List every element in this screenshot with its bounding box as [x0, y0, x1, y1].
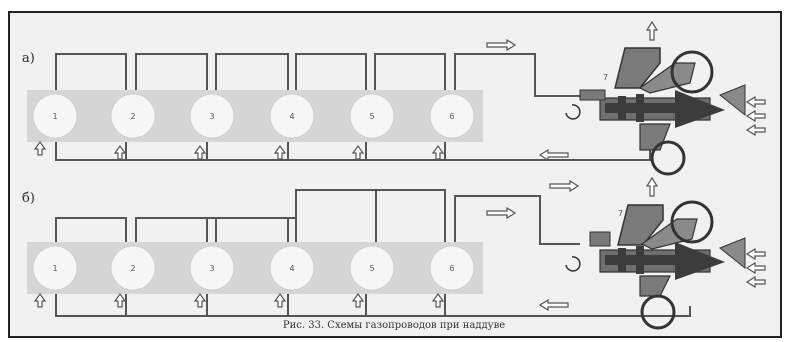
- rotation-arrow-icon: [565, 256, 581, 272]
- cylinder: [32, 245, 78, 291]
- turbo-label-a: 7: [603, 73, 608, 82]
- turbine-volute-icon: [650, 140, 686, 176]
- engine-block-b: [27, 242, 483, 294]
- arrow-left-icon: [745, 275, 766, 289]
- arrow-right-icon: [486, 206, 517, 220]
- cylinder: [189, 245, 235, 291]
- arrow-left-icon: [538, 148, 569, 162]
- cylinder-number: 1: [52, 264, 57, 273]
- turbocharger-a: 7: [565, 47, 746, 176]
- cylinder-number: 5: [369, 112, 374, 121]
- exhaust-pipes-a: [55, 53, 651, 161]
- arrow-right-icon: [549, 179, 580, 193]
- arrow-left-icon: [745, 109, 766, 123]
- cylinder: [429, 93, 475, 139]
- cylinder-number: 3: [209, 264, 214, 273]
- arrow-right-icon: [486, 38, 517, 52]
- arrow-left-icon: [745, 123, 766, 137]
- arrow-left-icon: [745, 247, 766, 261]
- shaft-icon: [605, 103, 695, 113]
- engine-block-a: [27, 90, 483, 142]
- cylinder: [349, 93, 395, 139]
- turbocharger-b: 7: [565, 200, 746, 330]
- turbo-label-b: 7: [618, 209, 623, 218]
- cylinder: [189, 93, 235, 139]
- cylinder-number: 6: [449, 264, 454, 273]
- rotor-icon: [675, 90, 725, 128]
- cylinder-number: 3: [209, 112, 214, 121]
- shaft-icon: [605, 255, 695, 265]
- arrow-up-icon: [645, 20, 659, 41]
- diagram-a: а) 1 2 3 4 5 6: [22, 20, 766, 197]
- cylinder-number: 5: [369, 264, 374, 273]
- cylinder-number: 4: [289, 264, 294, 273]
- cylinder: [269, 245, 315, 291]
- cylinder-number: 4: [289, 112, 294, 121]
- intake-arrows-a: [33, 140, 445, 160]
- cylinder-number: 2: [130, 112, 135, 121]
- cylinder: [32, 93, 78, 139]
- arrow-up-icon: [645, 176, 659, 197]
- diagram-b: б) 1 2 3 4 5 6: [22, 179, 766, 330]
- compressor-volute-icon: [670, 200, 714, 244]
- turbine-volute-icon: [640, 294, 676, 330]
- diagram-a-label: а): [22, 51, 35, 66]
- cylinder: [110, 245, 156, 291]
- arrow-left-icon: [745, 95, 766, 109]
- cylinder: [349, 245, 395, 291]
- cylinder: [269, 93, 315, 139]
- cylinder-number: 1: [52, 112, 57, 121]
- rotation-arrow-icon: [565, 104, 581, 120]
- figure-caption: Рис. 33. Схемы газопроводов при наддуве: [283, 320, 505, 331]
- exhaust-pipes-b: [55, 189, 691, 317]
- flow-arrows-b: [486, 179, 766, 312]
- cylinder-number: 2: [130, 264, 135, 273]
- cylinder: [110, 93, 156, 139]
- arrow-left-icon: [538, 298, 569, 312]
- arrow-left-icon: [745, 261, 766, 275]
- cylinder-number: 6: [449, 112, 454, 121]
- intake-arrows-b: [33, 292, 445, 308]
- cylinders-a: 1 2 3 4 5 6: [32, 93, 475, 139]
- cylinders-b: 1 2 3 4 5 6: [32, 245, 475, 291]
- rotor-icon: [675, 242, 725, 280]
- flow-arrows-a: [486, 20, 766, 197]
- cylinder: [429, 245, 475, 291]
- compressor-volute-icon: [670, 50, 714, 94]
- diagram-b-label: б): [22, 191, 35, 206]
